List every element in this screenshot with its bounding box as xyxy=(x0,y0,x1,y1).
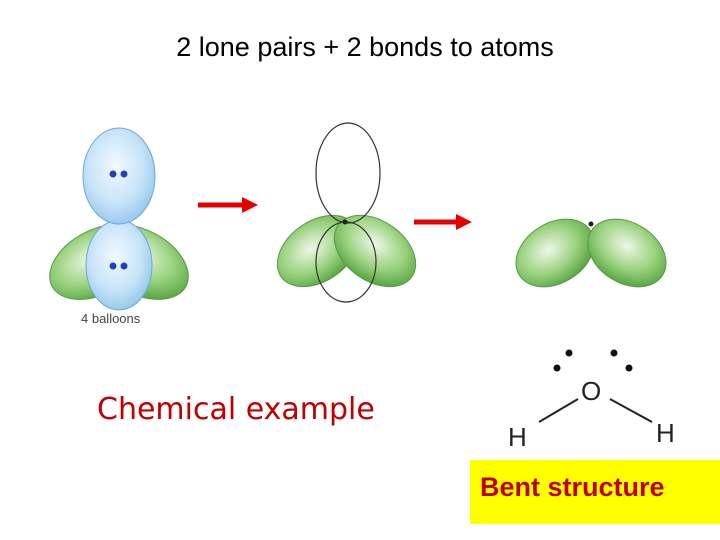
chemical-example-label: Chemical example xyxy=(97,392,375,427)
bond-lobe-left xyxy=(515,218,595,288)
central-atom-point xyxy=(588,221,594,227)
bond-line-left xyxy=(538,398,579,423)
four-balloons-model: 4 balloons xyxy=(49,127,189,326)
electron-dot xyxy=(120,170,128,178)
lone-pair-dot xyxy=(565,349,573,357)
hydrogen-atom-left: H xyxy=(508,422,527,452)
lone-pair-dot xyxy=(553,364,561,372)
lone-pair-outline-top xyxy=(315,122,381,224)
bent-structure-label: Bent structure xyxy=(480,472,665,502)
bond-lobe-right xyxy=(587,218,667,288)
central-atom-point xyxy=(342,219,348,225)
electron-dot xyxy=(109,170,117,178)
bond-line-right xyxy=(609,398,653,423)
electron-dot xyxy=(120,262,128,270)
water-lewis-structure: O H H xyxy=(508,349,675,452)
arrow-right-icon xyxy=(198,197,258,213)
molecular-shape-model xyxy=(515,218,667,288)
arrow-right-icon xyxy=(414,214,472,230)
balloon-caption: 4 balloons xyxy=(81,311,141,326)
hydrogen-atom-right: H xyxy=(656,418,675,448)
lone-pair-lobe-top xyxy=(82,127,156,225)
lone-pair-dot xyxy=(610,349,618,357)
oxygen-atom: O xyxy=(581,376,601,406)
electron-domain-model xyxy=(276,122,417,303)
electron-dot xyxy=(109,262,117,270)
lone-pair-lobe-bottom xyxy=(85,219,153,311)
lone-pair-dot xyxy=(625,364,633,372)
slide-title: 2 lone pairs + 2 bonds to atoms xyxy=(176,32,554,62)
bent-structure-highlight: Bent structure xyxy=(470,460,720,524)
